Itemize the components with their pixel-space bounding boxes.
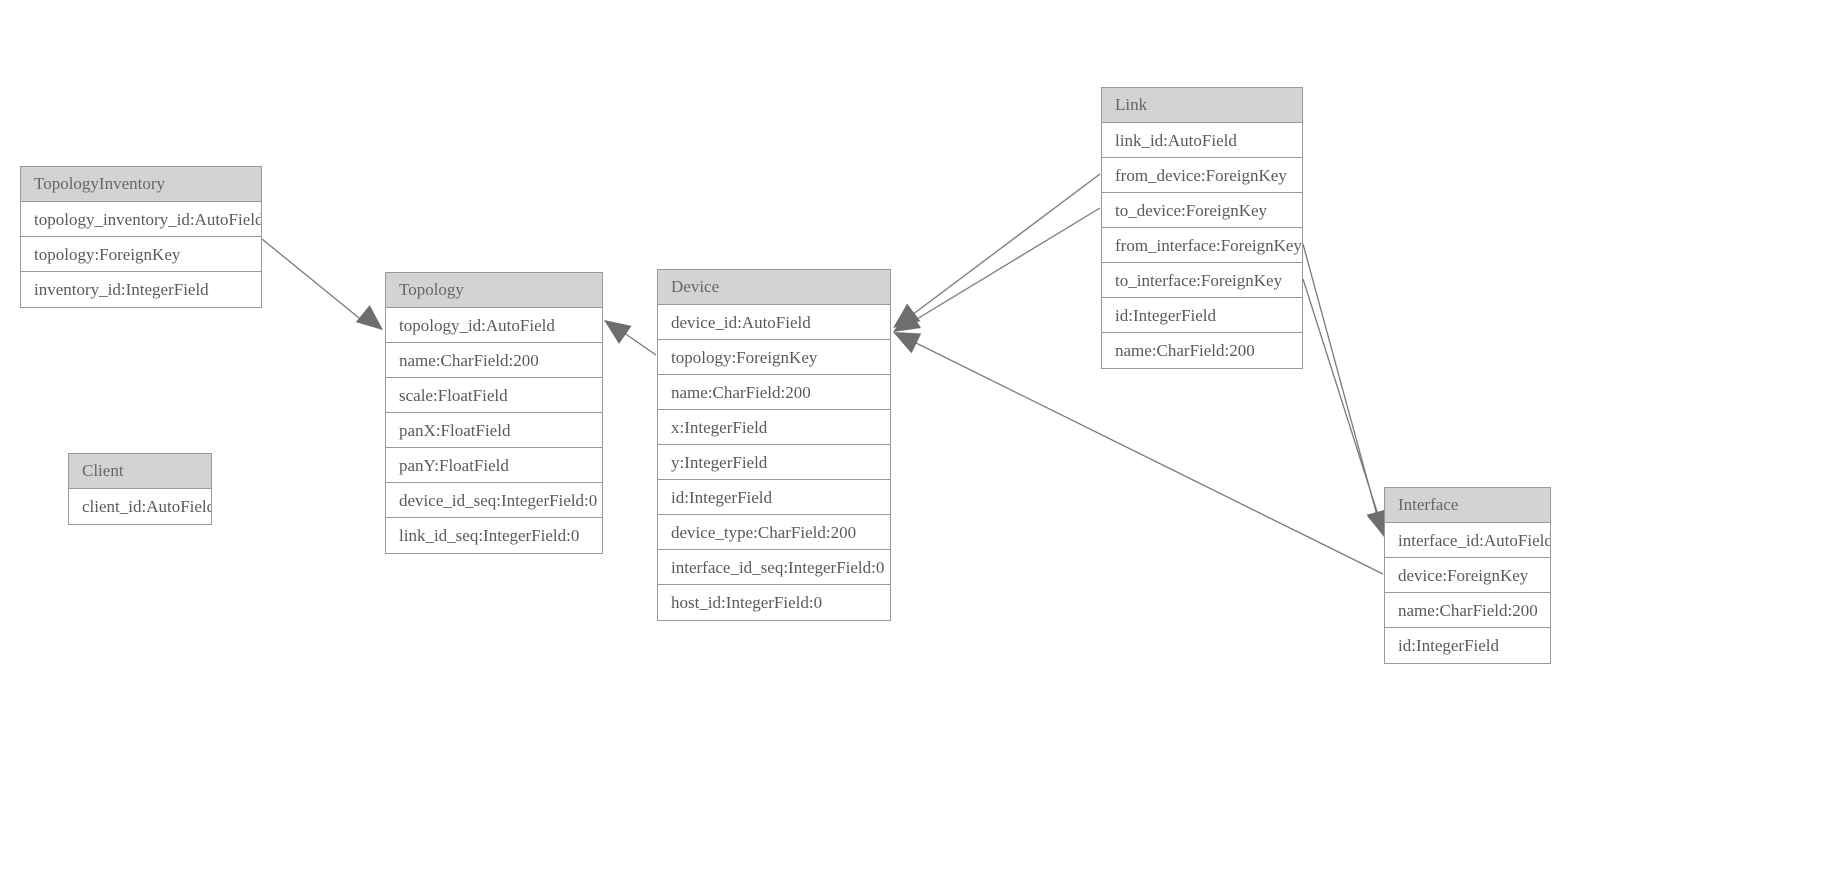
entity-field: device_type:CharField:200 (658, 515, 890, 550)
entity-field: topology_id:AutoField (386, 308, 602, 343)
entity-title-interface: Interface (1385, 488, 1550, 523)
entity-field: name:CharField:200 (1385, 593, 1550, 628)
relationship-line-interface-device (911, 340, 1384, 575)
entity-title-device: Device (658, 270, 890, 305)
relationship-arrowhead-link-to-device (893, 309, 921, 332)
entity-field: link_id_seq:IntegerField:0 (399, 526, 580, 545)
entity-title-topology: Topology (386, 273, 602, 308)
entity-field: y:IntegerField (658, 445, 890, 480)
entity-field: device_id:AutoField (658, 305, 890, 340)
relationship-arrowhead-link-from-device (893, 303, 921, 328)
relationship-line-link-from-interface (1302, 243, 1379, 520)
relationship-line-device-topology (619, 329, 657, 356)
entity-field: interface_id_seq:IntegerField:0 (658, 550, 890, 585)
entity-field: name:CharField:200 (386, 343, 602, 378)
entity-field: from_interface:ForeignKey (1102, 228, 1302, 263)
entity-field: name:CharField:200 (658, 375, 890, 410)
entity-field: device_id_seq:IntegerField:0 (386, 483, 602, 518)
entity-field: id:IntegerField (658, 480, 890, 515)
entity-field: client_id:AutoField (82, 497, 211, 516)
relationship-line-link-to-device (911, 207, 1101, 323)
entity-field: to_device:ForeignKey (1102, 193, 1302, 228)
relationship-arrowhead-interface-device (893, 332, 922, 354)
relationship-line-link-to-interface (1302, 278, 1381, 522)
entity-field: x:IntegerField (658, 410, 890, 445)
entity-field: topology:ForeignKey (21, 237, 261, 272)
relationship-line-topologyinventory-topology (261, 238, 365, 323)
entity-field: panX:FloatField (386, 413, 602, 448)
entity-field: to_interface:ForeignKey (1102, 263, 1302, 298)
entity-field: topology:ForeignKey (658, 340, 890, 375)
entity-field: from_device:ForeignKey (1102, 158, 1302, 193)
relationship-line-link-from-device (911, 173, 1101, 316)
entity-fields-client: client_id:AutoField (69, 489, 211, 524)
entity-field: id:IntegerField (1102, 298, 1302, 333)
entity-title-topology_inventory: TopologyInventory (21, 167, 261, 202)
entity-field: name:CharField:200 (1115, 341, 1255, 360)
entity-client[interactable]: Client client_id:AutoField (68, 453, 212, 525)
entity-title-client: Client (69, 454, 211, 489)
entity-field: device:ForeignKey (1385, 558, 1550, 593)
entity-field: interface_id:AutoField (1385, 523, 1550, 558)
entity-field: link_id:AutoField (1102, 123, 1302, 158)
entity-field: host_id:IntegerField:0 (671, 593, 823, 612)
entity-field: inventory_id:IntegerField (34, 280, 209, 299)
entity-title-link: Link (1102, 88, 1302, 123)
entity-field: panY:FloatField (386, 448, 602, 483)
entity-field: topology_inventory_id:AutoField (21, 202, 261, 237)
entity-field: id:IntegerField (1398, 636, 1500, 655)
entity-field: scale:FloatField (386, 378, 602, 413)
